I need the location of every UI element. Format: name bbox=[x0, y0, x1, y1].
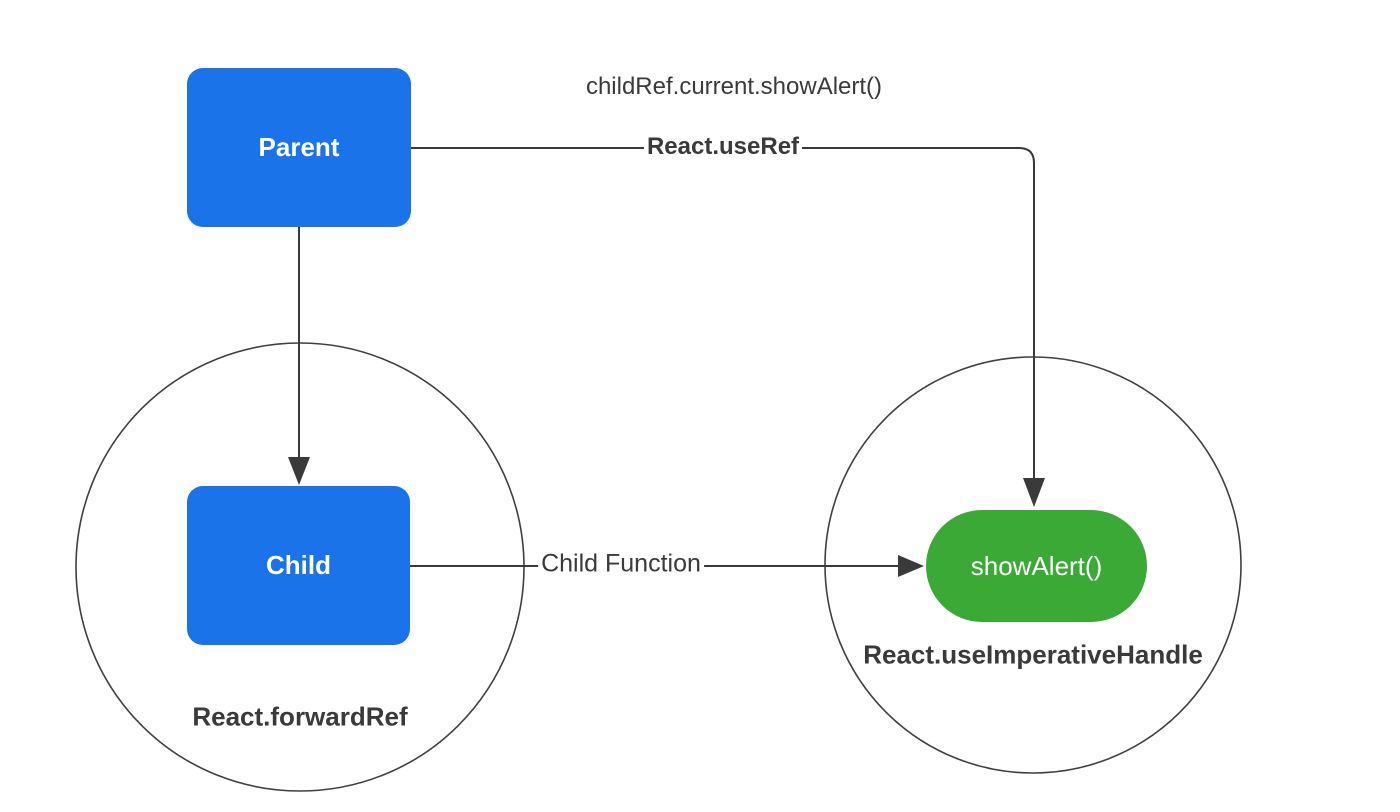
child-node-label: Child bbox=[266, 550, 331, 580]
child-function-arrowhead bbox=[898, 555, 924, 577]
parent-to-child-arrowhead bbox=[288, 457, 310, 485]
useref-line bbox=[411, 147, 1035, 478]
parent-to-child-arrow bbox=[288, 227, 310, 485]
childref-call-caption: childRef.current.showAlert() bbox=[585, 73, 883, 100]
useref-edge-label: React.useRef bbox=[643, 133, 803, 161]
child-function-edge-label: Child Function bbox=[538, 549, 704, 579]
forwardref-group-label: React.forwardRef bbox=[192, 701, 408, 732]
useref-arrowhead bbox=[1023, 478, 1045, 507]
imperativehandle-group-label: React.useImperativeHandle bbox=[863, 639, 1203, 670]
child-node: Child bbox=[187, 486, 410, 645]
showalert-node-label: showAlert() bbox=[970, 550, 1103, 581]
parent-node-label: Parent bbox=[258, 132, 340, 162]
useref-arrow bbox=[411, 147, 1045, 507]
showalert-node: showAlert() bbox=[926, 510, 1147, 622]
parent-node: Parent bbox=[187, 68, 411, 227]
